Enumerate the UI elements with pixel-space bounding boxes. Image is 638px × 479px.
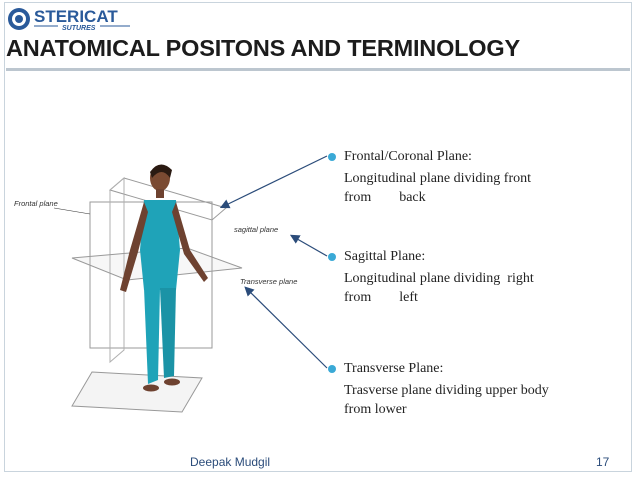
frontal-plane-label: Frontal plane [14, 199, 58, 208]
logo-sub-text: SUTURES [62, 25, 96, 32]
stericat-logo: STERICAT SUTURES [6, 5, 134, 35]
logo-brand-text: STERICAT [34, 7, 118, 26]
bullet-dot-icon [328, 365, 336, 373]
bullet-description: Trasverse plane dividing upper body from… [344, 381, 549, 419]
bullet-dot-icon [328, 153, 336, 161]
bullet-transverse-plane: Transverse Plane: Trasverse plane dividi… [328, 360, 549, 419]
bullet-line: from lower [344, 402, 407, 417]
footer-author: Deepak Mudgil [190, 455, 271, 469]
bullet-frontal-plane: Frontal/Coronal Plane: Longitudinal plan… [328, 148, 531, 207]
bullet-line: from left [344, 290, 418, 305]
bullet-line: Trasverse plane dividing upper body [344, 383, 549, 398]
anatomical-planes-figure: Frontal plane sagittal plane Transverse … [12, 140, 317, 415]
bullet-heading: Frontal/Coronal Plane: [344, 149, 472, 164]
bullet-heading: Sagittal Plane: [344, 249, 426, 264]
slide-frame [4, 2, 632, 472]
bullet-line: Longitudinal plane dividing front [344, 171, 532, 186]
bullet-description: Longitudinal plane dividing right from l… [344, 269, 534, 307]
page-number: 17 [596, 455, 610, 469]
bullet-line: Longitudinal plane dividing right [344, 271, 534, 286]
bullet-sagittal-plane: Sagittal Plane: Longitudinal plane divid… [328, 248, 534, 307]
bullet-heading: Transverse Plane: [344, 361, 444, 376]
title-divider [6, 68, 630, 71]
slide-title: ANATOMICAL POSITONS AND TERMINOLOGY [6, 35, 520, 61]
bullet-line: from back [344, 190, 426, 205]
bullet-description: Longitudinal plane dividing front from b… [344, 169, 531, 207]
bullet-dot-icon [328, 253, 336, 261]
sagittal-plane-label: sagittal plane [234, 225, 278, 234]
human-figure [120, 164, 208, 392]
transverse-plane-label: Transverse plane [240, 277, 297, 286]
